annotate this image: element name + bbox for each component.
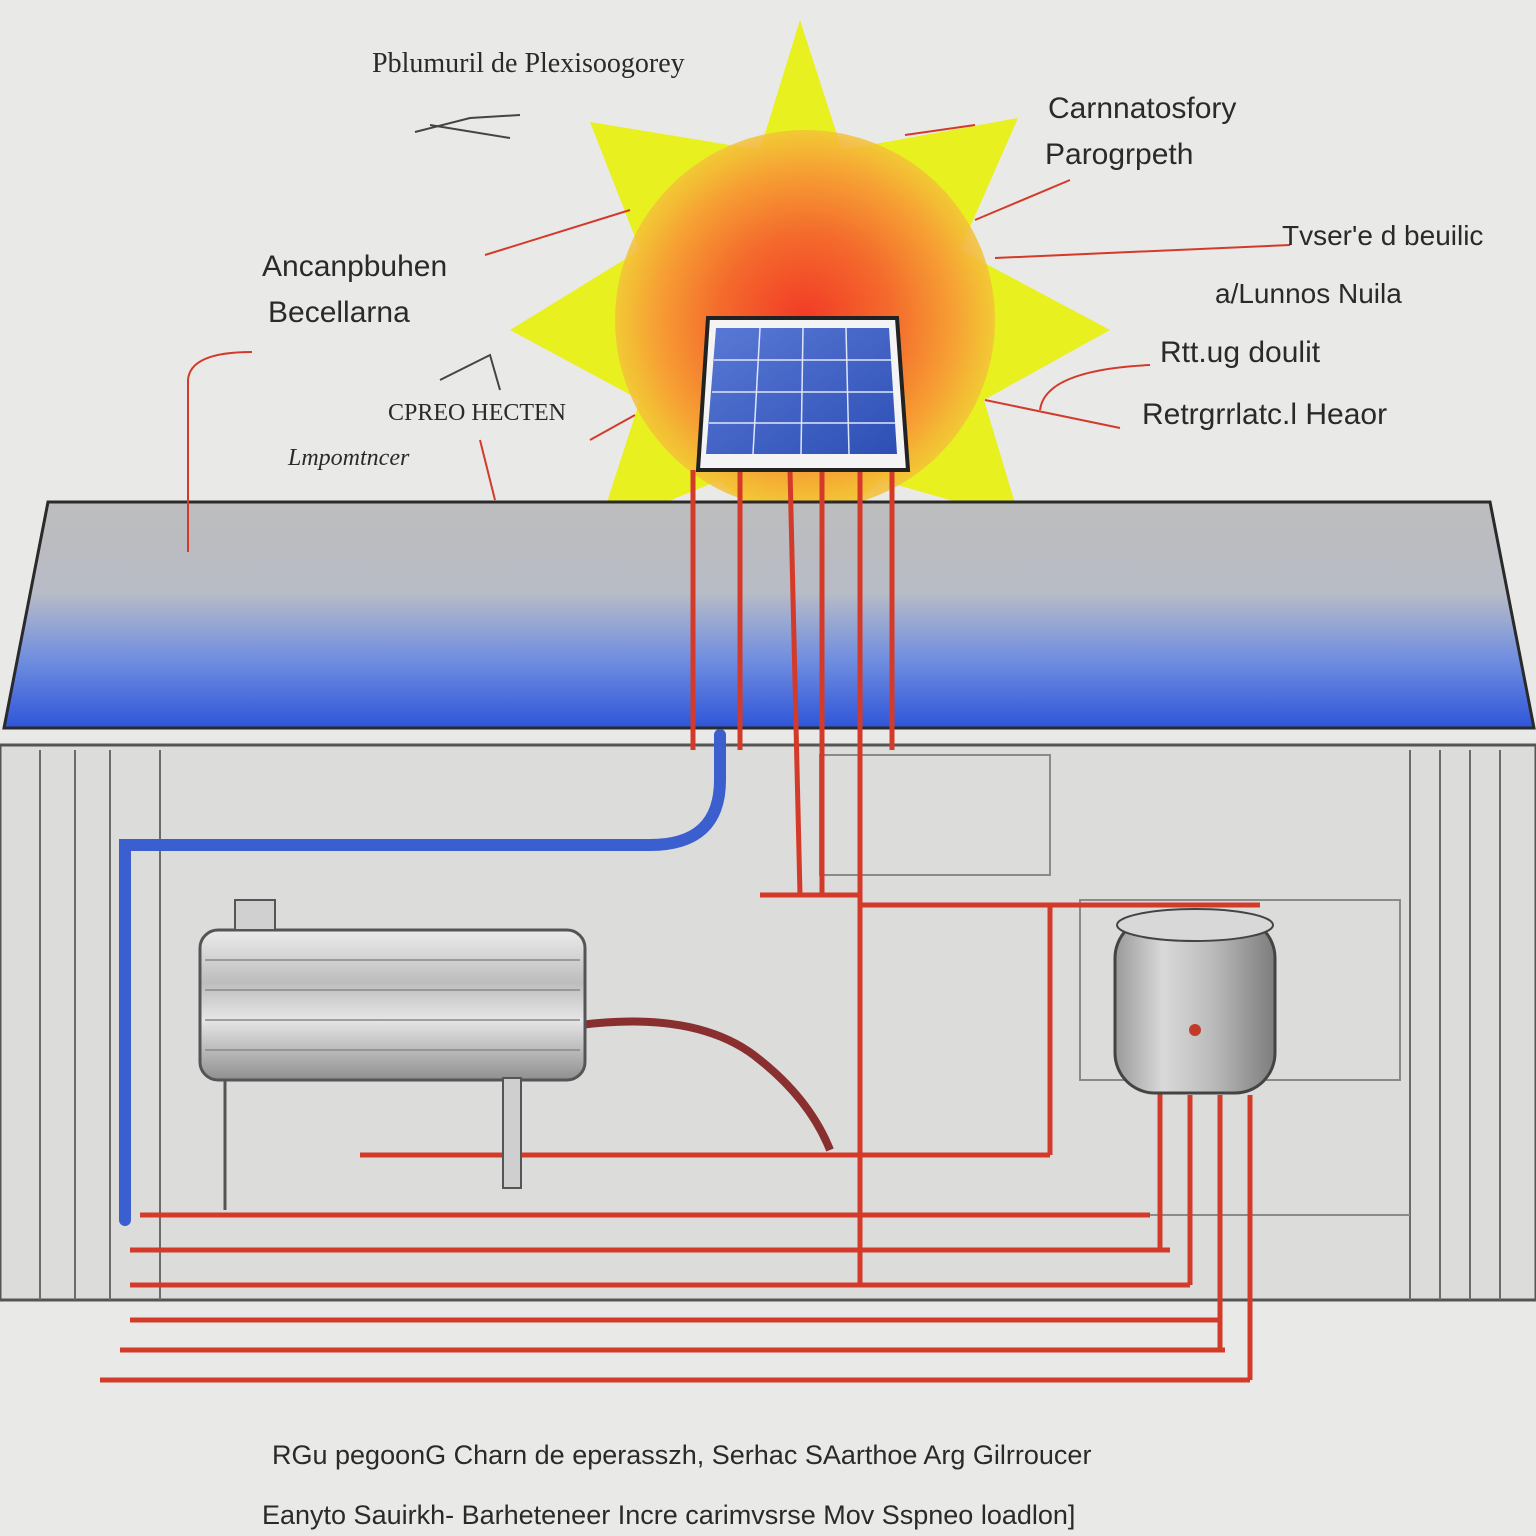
callout-lines [187, 124, 1291, 552]
blue-water-pipe [119, 729, 726, 1226]
label-left-3: CPREO HECTEN [388, 400, 567, 426]
roof [2, 500, 1536, 730]
panel-wires [360, 469, 1260, 1285]
water-heater-icon [1113, 908, 1277, 1095]
label-top-right-2: Parogrpeth [1045, 138, 1194, 171]
label-left-2: Becellarna [268, 296, 410, 329]
sun-icon [510, 20, 1110, 560]
sketch-arrows [414, 114, 521, 391]
label-mid-right-3: Rtt.ug doulit [1160, 336, 1321, 369]
label-mid-right-1: Tvser'e d beuilic [1282, 220, 1484, 251]
label-left-4: Lmpomtncer [288, 445, 410, 471]
storage-tank-icon [198, 899, 834, 1210]
label-mid-right-4: Retrgrrlatc.l Heaor [1142, 398, 1388, 431]
solar-panel-icon [695, 316, 911, 472]
label-top-title: Pblumuril de Plexisoogorey [372, 48, 685, 79]
label-top-right-1: Carnnatosfory [1048, 92, 1237, 125]
caption-line-1: RGu pegoonG Charn de eperasszh, Serhac S… [272, 1440, 1092, 1470]
label-mid-right-2: a/Lunnos Nuila [1215, 278, 1402, 309]
label-left-1: Ancanpbuhen [262, 250, 448, 283]
caption-line-2: Eanyto Sauirkh- Barheteneer Incre carimv… [262, 1500, 1076, 1530]
bottom-wire-bundle [100, 1090, 1253, 1383]
